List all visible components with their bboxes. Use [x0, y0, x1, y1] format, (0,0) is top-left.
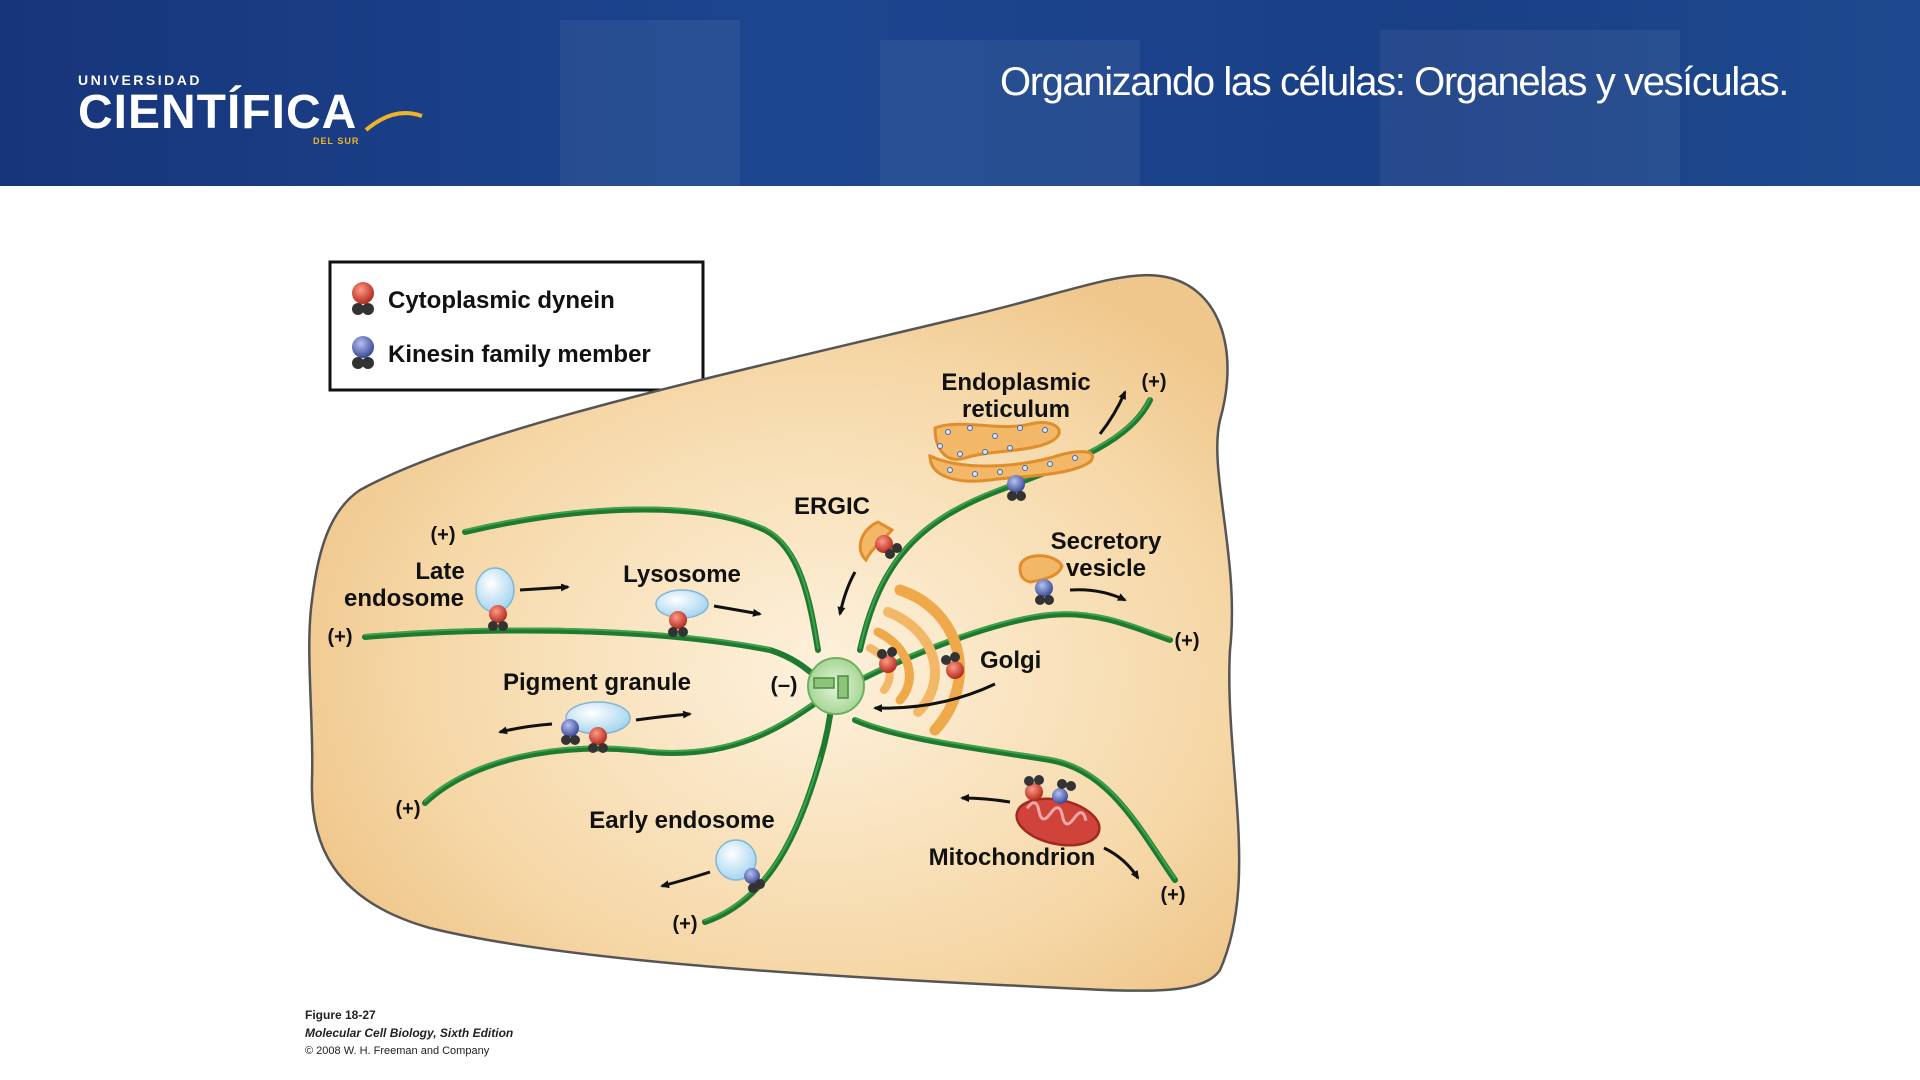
dynein-motor-late-endosome [488, 605, 508, 631]
secretory-direction-arrow [1069, 588, 1127, 602]
kinesin-motor-mitochondrion [1052, 779, 1076, 804]
pigment-arrow-right [635, 710, 692, 722]
dynein-motor-ergic [875, 535, 902, 559]
late-endosome [475, 567, 515, 613]
er-direction-arrow [1098, 390, 1127, 435]
figure-caption: Figure 18-27 Molecular Cell Biology, Six… [305, 1006, 513, 1060]
plus-end-label-3: (+) [396, 798, 421, 820]
dynein-motor-mitochondrion [1024, 775, 1044, 801]
lysosome-arrow [713, 604, 762, 617]
logo-sub-text: DEL SUR [312, 136, 360, 146]
kinesin-legend-icon [352, 336, 374, 369]
early-endosome [715, 839, 757, 881]
caption-copyright: © 2008 W. H. Freeman and Company [305, 1045, 490, 1057]
logo-main-text: CIENTÍFICA [78, 86, 358, 139]
header-banner: UNIVERSIDAD CIENTÍFICA DEL SUR Organizan… [0, 0, 1920, 186]
ergic-direction-arrow [837, 571, 857, 616]
endoplasmic-reticulum [928, 421, 1094, 483]
golgi-label: Golgi [980, 647, 1041, 674]
plus-end-label-2: (+) [328, 626, 353, 648]
kinesin-motor-secretory [1035, 579, 1054, 605]
plus-end-label-5: (+) [1142, 371, 1167, 393]
early-endosome-arrow [660, 870, 711, 889]
late-endosome-label-line1: Late [415, 558, 464, 585]
dynein-motor-golgi-2 [941, 652, 964, 679]
plus-end-label-6: (+) [1175, 630, 1200, 652]
caption-book: Molecular Cell Biology, Sixth Edition [305, 1026, 514, 1040]
secretory-label-line2: vesicle [1066, 555, 1146, 582]
logo-swoosh-icon [364, 111, 423, 132]
kinesin-motor-er [1007, 475, 1026, 501]
cell-body [308, 273, 1241, 992]
dynein-legend-icon [352, 282, 374, 315]
plus-end-label-7: (+) [1161, 884, 1186, 906]
dynein-motor-golgi-1 [877, 647, 897, 673]
lysosome-label: Lysosome [623, 561, 741, 588]
kinesin-motor-pigment [561, 719, 580, 745]
mito-arrow-right [1103, 846, 1140, 880]
caption-figure-number: Figure 18-27 [305, 1008, 376, 1022]
centrosome [807, 657, 865, 715]
legend-dynein-label: Cytoplasmic dynein [388, 287, 615, 314]
pigment-label: Pigment granule [503, 669, 691, 696]
early-endosome-label: Early endosome [589, 807, 774, 834]
dynein-motor-pigment [588, 727, 608, 753]
ergic-label: ERGIC [794, 493, 870, 520]
late-endosome-label-line2: endosome [344, 585, 464, 612]
secretory-label-line1: Secretory [1051, 528, 1162, 555]
plus-end-label-1: (+) [431, 524, 456, 546]
pigment-arrow-left [498, 722, 553, 735]
dynein-motor-lysosome [668, 611, 688, 637]
golgi-direction-arrow [873, 682, 996, 713]
er-label-line2: reticulum [962, 396, 1070, 423]
university-logo[interactable]: UNIVERSIDAD CIENTÍFICA DEL SUR [78, 72, 423, 146]
late-endosome-arrow [519, 583, 570, 592]
mito-arrow-left [960, 794, 1011, 804]
minus-end-label: (–) [771, 672, 798, 697]
legend-kinesin-label: Kinesin family member [388, 341, 651, 368]
er-label-line1: Endoplasmic [941, 369, 1090, 396]
kinesin-motor-early-endosome [744, 868, 765, 893]
legend: Cytoplasmic dynein Kinesin family member [328, 260, 705, 392]
mitochondrion-label: Mitochondrion [929, 844, 1096, 871]
logo-top-text: UNIVERSIDAD [78, 72, 202, 88]
page-title: Organizando las células: Organelas y ves… [1000, 60, 1789, 104]
secretory-vesicle [1018, 554, 1064, 584]
plus-end-label-4: (+) [673, 913, 698, 935]
